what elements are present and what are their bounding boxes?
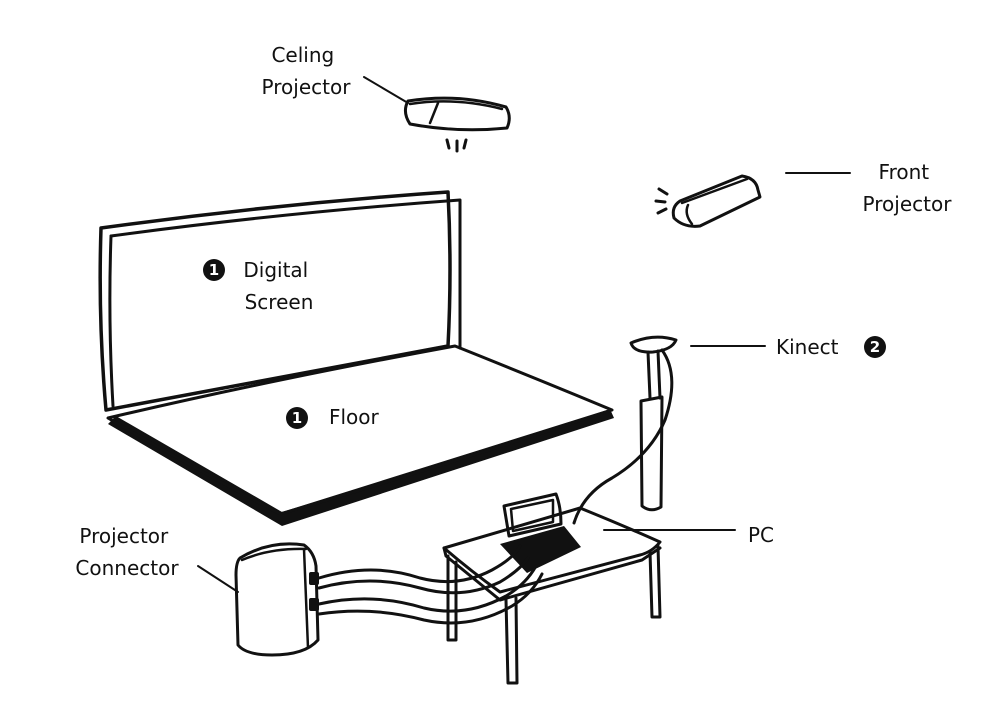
projector-connector-label-line1: Projector (79, 524, 169, 548)
floor-badge (286, 407, 308, 429)
front-projector-label-line2: Projector (863, 192, 953, 216)
projector-connector-label: Projector Connector (75, 524, 179, 580)
pc (442, 492, 662, 685)
pc-label: PC (748, 523, 774, 547)
kinect-label: Kinect (776, 335, 839, 359)
projector-connector-label-line2: Connector (75, 556, 179, 580)
kinect-badge-number: 2 (870, 338, 880, 356)
ceiling-projector-label-line1: Celing (271, 43, 334, 67)
front-projector (654, 174, 762, 228)
projector-connector-leader (197, 565, 239, 593)
floor-badge-number: 1 (292, 409, 302, 427)
front-projector-label-line1: Front (879, 160, 930, 184)
ceiling-projector-label-line2: Projector (262, 75, 352, 99)
ceiling-projector-label: Celing Projector (262, 43, 352, 99)
digital-screen-badge-number: 1 (209, 261, 219, 279)
digital-screen-label-line2: Screen (245, 290, 314, 314)
ceiling-projector-leader (363, 76, 409, 104)
digital-screen-label-line1: Digital (243, 258, 308, 282)
digital-screen-label: Digital Screen (243, 258, 314, 314)
projector-connector (234, 542, 544, 657)
floor (106, 344, 614, 526)
front-projector-label: Front Projector (863, 160, 953, 216)
ceiling-projector (403, 96, 511, 153)
kinect-badge (864, 336, 886, 358)
kinect (572, 335, 678, 525)
floor-label: Floor (329, 405, 380, 429)
digital-screen-badge (203, 259, 225, 281)
